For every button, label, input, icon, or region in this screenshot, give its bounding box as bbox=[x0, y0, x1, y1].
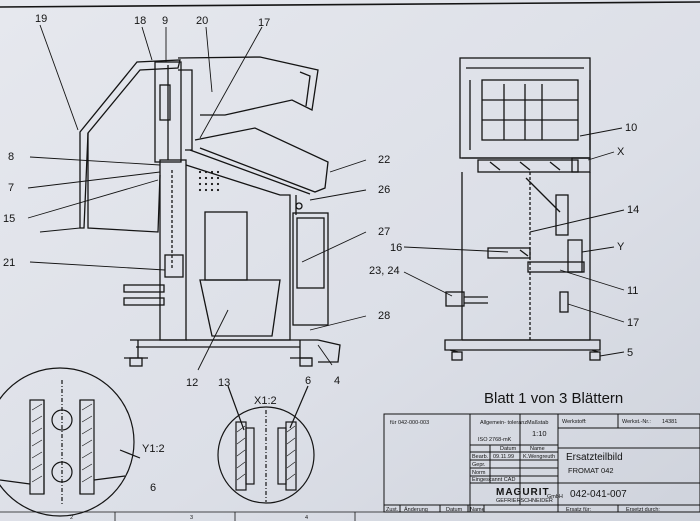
callout-Y: Y bbox=[617, 241, 625, 253]
callout-6-detail-y: 6 bbox=[150, 482, 156, 494]
tb-drawing-number: 042-041-007 bbox=[570, 489, 627, 500]
side-view-leaders bbox=[27, 24, 367, 371]
tb-brand-side: GmbH bbox=[547, 494, 563, 500]
callout-15: 15 bbox=[3, 213, 15, 225]
callout-9: 9 bbox=[162, 15, 168, 27]
callout-23-24: 23, 24 bbox=[369, 265, 400, 277]
callout-14: 14 bbox=[627, 204, 639, 216]
tb-scale-label: Maßstab bbox=[527, 420, 548, 426]
tb-bottom-label: Ersatz für: bbox=[566, 507, 592, 513]
tb-bottom-label: Ersetzt durch: bbox=[626, 507, 660, 513]
callout-18: 18 bbox=[134, 15, 146, 27]
tb-title: Ersatzteilbild bbox=[566, 452, 623, 463]
callout-8: 8 bbox=[8, 151, 14, 163]
tb-ref-number: für 042-000-003 bbox=[390, 420, 429, 426]
border-tick-label: 3 bbox=[190, 515, 193, 521]
callout-20: 20 bbox=[196, 15, 208, 27]
tb-bottom-label: Name bbox=[470, 507, 485, 513]
callout-27: 27 bbox=[378, 226, 390, 238]
callout-10: 10 bbox=[625, 122, 637, 134]
tb-name-header: Name bbox=[530, 446, 545, 452]
tb-cad-label: Eingescannt CAD bbox=[472, 477, 515, 483]
side-view bbox=[39, 56, 341, 367]
tb-row-label: Bearb. bbox=[472, 454, 489, 460]
detail-x-label: X1:2 bbox=[254, 395, 277, 407]
callout-6-detail-x: 6 bbox=[305, 375, 311, 387]
callout-11: 11 bbox=[627, 285, 638, 297]
callout-7: 7 bbox=[8, 182, 14, 194]
detail-x bbox=[217, 385, 315, 504]
tb-bottom-label: Datum bbox=[446, 507, 463, 513]
tb-tolerance-label: Allgemein- toleranz bbox=[480, 420, 527, 426]
tb-date-header: Datum bbox=[500, 446, 517, 452]
detail-y bbox=[0, 367, 141, 517]
tb-bottom-label: Änderung bbox=[404, 506, 428, 513]
tb-row-label: Gepr. bbox=[472, 462, 486, 468]
tb-bottom-label: Zust. bbox=[386, 507, 399, 513]
tb-row-date: 09.11.99 bbox=[493, 454, 514, 460]
detail-y-label: Y1:2 bbox=[142, 443, 165, 455]
tb-row-name: K.Wengreuth bbox=[523, 454, 555, 460]
callout-17-top: 17 bbox=[258, 17, 270, 29]
front-view-leaders bbox=[403, 127, 625, 357]
callout-17-bottom: 17 bbox=[627, 317, 639, 329]
callout-28: 28 bbox=[378, 310, 390, 322]
callout-X: X bbox=[617, 146, 625, 158]
tb-brand-sub: GEFRIERSCHNEIDER bbox=[496, 498, 553, 504]
callout-26: 26 bbox=[378, 184, 390, 196]
tb-scale-value: 1:10 bbox=[532, 429, 547, 438]
sheet-caption: Blatt 1 von 3 Blättern bbox=[484, 390, 623, 407]
callout-22: 22 bbox=[378, 154, 390, 166]
vent-pattern bbox=[198, 170, 220, 192]
callout-21: 21 bbox=[3, 257, 15, 269]
callout-16: 16 bbox=[390, 242, 402, 254]
border-tick-label: 2 bbox=[70, 515, 73, 521]
callout-4: 4 bbox=[334, 375, 340, 387]
callout-13: 13 bbox=[218, 377, 230, 389]
detail-y-hatch bbox=[31, 403, 93, 483]
tb-tolerance-value: ISO 2768-mK bbox=[478, 437, 512, 443]
callout-12: 12 bbox=[186, 377, 198, 389]
tb-brand: MAGURIT bbox=[496, 487, 550, 498]
callout-19: 19 bbox=[35, 13, 47, 25]
front-view bbox=[444, 57, 601, 361]
border-ticks bbox=[0, 511, 384, 521]
title-block bbox=[383, 413, 700, 513]
tb-material-label: Werkstoff: bbox=[562, 419, 587, 425]
sheet-border-top bbox=[0, 1, 700, 8]
detail-x-hatch bbox=[236, 425, 296, 481]
border-tick-label: 4 bbox=[305, 515, 308, 521]
callout-5: 5 bbox=[627, 347, 633, 359]
tb-row-label: Norm bbox=[472, 470, 486, 476]
tb-material-no-label: Werkst.-Nr.: bbox=[622, 419, 651, 425]
tb-material-no-value: 14381 bbox=[662, 419, 677, 425]
tb-subtitle: FROMAT 042 bbox=[568, 466, 614, 475]
